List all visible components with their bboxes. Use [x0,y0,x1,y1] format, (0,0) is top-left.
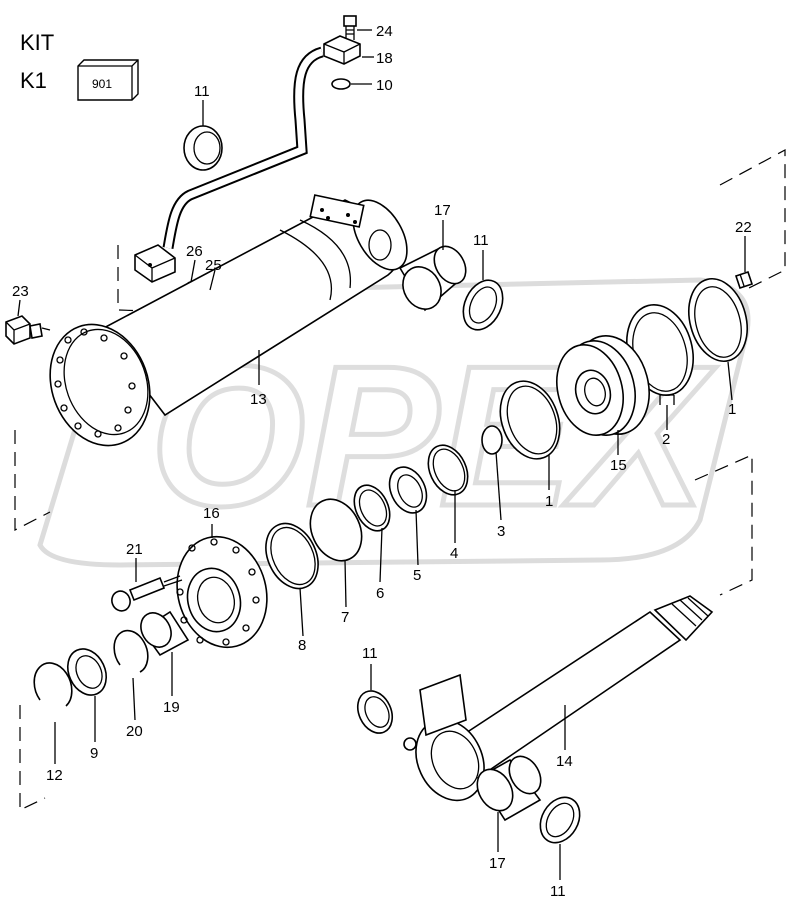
k1-label: K1 [20,68,47,93]
callout-12: 12 [46,767,63,784]
callout-11d: 11 [550,883,566,900]
part-10-oring[interactable] [331,78,351,90]
part-12-snapring[interactable] [33,662,73,707]
part-flange[interactable] [34,310,167,459]
callout-16: 16 [203,505,220,522]
callout-6: 6 [376,585,384,602]
callout-11c: 11 [362,645,378,662]
callout-17b: 17 [489,855,506,872]
part-7-disc[interactable] [301,491,372,569]
callout-5: 5 [413,567,421,584]
part-24-bolt[interactable] [343,15,357,40]
part-valve-block[interactable] [134,244,176,283]
part-15-piston[interactable] [547,327,660,443]
callout-20: 20 [126,723,143,740]
callout-18: 18 [376,50,393,67]
part-17-bushing-a[interactable] [395,241,472,316]
part-18-block[interactable] [323,35,361,65]
callout-23: 23 [12,283,29,300]
callout-26: 26 [186,243,203,260]
kit-label: KIT [20,30,54,55]
part-9-ring[interactable] [61,643,114,702]
callout-25: 25 [205,257,222,274]
part-pipe[interactable] [164,48,324,249]
leader-lines [17,29,746,880]
part-16-head[interactable] [165,527,279,658]
part-11-ring-c[interactable] [351,685,399,738]
callout-11a: 11 [194,83,210,100]
callout-10: 10 [376,77,393,94]
frame-upper-right [719,148,786,291]
part-20-snapring[interactable] [113,629,149,673]
part-1-ring-a[interactable] [680,272,756,368]
kit-box-label: 901 [92,77,112,91]
part-11-ring-b[interactable] [456,274,511,336]
part-4-ring[interactable] [421,439,476,501]
callout-13: 13 [250,391,267,408]
callout-9: 9 [90,745,98,762]
callout-22: 22 [735,219,752,236]
part-13-barrel[interactable] [98,191,418,417]
part-3-disc[interactable] [481,425,503,455]
part-19-bushing[interactable] [135,607,190,657]
part-22-plug[interactable] [734,270,754,290]
part-21-bolt[interactable] [109,575,183,613]
callout-17a: 17 [434,202,451,219]
callout-2: 2 [662,431,670,448]
callout-1a: 1 [728,401,736,418]
kit-box-901[interactable]: 901 [77,59,139,101]
frame-lower-left [19,705,46,811]
part-14-rod[interactable] [403,595,714,812]
part-1-ring-b[interactable] [490,373,570,467]
callout-8: 8 [298,637,306,654]
callout-1b: 1 [545,493,553,510]
callout-11b: 11 [473,232,489,249]
part-11-ring-d[interactable] [532,790,587,850]
callout-24: 24 [376,23,393,40]
callout-21: 21 [126,541,143,558]
part-5-ring[interactable] [382,461,433,519]
callout-3: 3 [497,523,505,540]
frame-upper-left [14,430,51,531]
callout-4: 4 [450,545,458,562]
part-8-ring[interactable] [256,515,328,597]
part-17-bushing-b[interactable] [470,751,547,822]
callout-15: 15 [610,457,627,474]
callout-7: 7 [341,609,349,626]
part-23-sensor[interactable] [5,315,51,345]
callout-14: 14 [556,753,573,770]
frame-lower-right [694,454,753,596]
callout-19: 19 [163,699,180,716]
part-11-ring-a[interactable] [183,125,223,171]
